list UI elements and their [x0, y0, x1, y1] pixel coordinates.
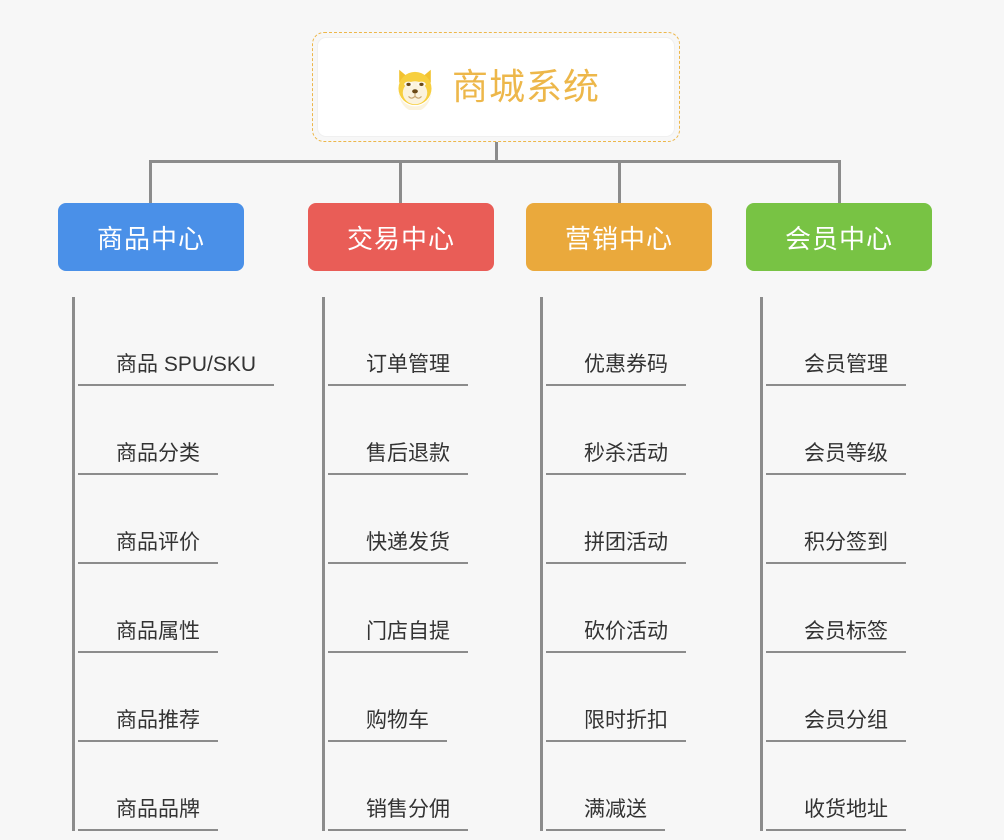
list-item-label: 商品推荐	[78, 710, 218, 742]
category-header-1-label: 商品中心	[96, 223, 205, 254]
category-header-4-label: 会员中心	[784, 223, 893, 254]
list-item[interactable]: 拼团活动	[546, 475, 712, 564]
list-item[interactable]: 优惠券码	[546, 297, 712, 386]
connector-drop-2	[399, 160, 402, 205]
category-2-item-list: 订单管理 售后退款 快递发货 门店自提 购物车 销售分佣	[322, 297, 494, 831]
list-item[interactable]: 砍价活动	[546, 564, 712, 653]
list-item[interactable]: 售后退款	[328, 386, 494, 475]
list-item-label: 会员分组	[766, 710, 906, 742]
list-item-label: 商品分类	[78, 443, 218, 475]
category-column-3: 营销中心 优惠券码 秒杀活动 拼团活动 砍价活动 限时折扣 满减送	[526, 203, 712, 831]
list-item[interactable]: 限时折扣	[546, 653, 712, 742]
connector-drop-4	[838, 160, 841, 205]
category-4-item-list: 会员管理 会员等级 积分签到 会员标签 会员分组 收货地址	[760, 297, 932, 831]
list-item-label: 销售分佣	[328, 799, 468, 831]
category-column-2: 交易中心 订单管理 售后退款 快递发货 门店自提 购物车 销售分佣	[308, 203, 494, 831]
list-item[interactable]: 收货地址	[766, 742, 932, 831]
connector-drop-3	[618, 160, 621, 205]
list-item-label: 商品品牌	[78, 799, 218, 831]
list-item-label: 收货地址	[766, 799, 906, 831]
shiba-dog-face-icon	[398, 69, 432, 110]
category-3-item-list: 优惠券码 秒杀活动 拼团活动 砍价活动 限时折扣 满减送	[540, 297, 712, 831]
list-item[interactable]: 商品评价	[78, 475, 244, 564]
list-item-label: 拼团活动	[546, 532, 686, 564]
list-item[interactable]: 商品 SPU/SKU	[78, 297, 275, 386]
list-item[interactable]: 会员等级	[766, 386, 932, 475]
list-item[interactable]: 商品分类	[78, 386, 244, 475]
list-item-label: 门店自提	[328, 621, 468, 653]
list-item[interactable]: 秒杀活动	[546, 386, 712, 475]
category-column-1: 商品中心 商品 SPU/SKU 商品分类 商品评价 商品属性 商品推荐 商品品牌	[58, 203, 275, 831]
list-item-label: 会员标签	[766, 621, 906, 653]
list-item-label: 会员管理	[766, 354, 906, 386]
list-item[interactable]: 商品品牌	[78, 742, 244, 831]
list-item-label: 商品 SPU/SKU	[78, 354, 275, 386]
list-item-label: 积分签到	[766, 532, 906, 564]
connector-drop-1	[149, 160, 152, 205]
list-item[interactable]: 销售分佣	[328, 742, 494, 831]
category-column-4: 会员中心 会员管理 会员等级 积分签到 会员标签 会员分组 收货地址	[746, 203, 932, 831]
list-item-label: 商品评价	[78, 532, 218, 564]
list-item[interactable]: 满减送	[546, 742, 712, 831]
list-item[interactable]: 购物车	[328, 653, 494, 742]
list-item-label: 优惠券码	[546, 354, 686, 386]
root-node[interactable]: 商城系统	[312, 32, 680, 142]
list-item-label: 秒杀活动	[546, 443, 686, 475]
list-item-label: 会员等级	[766, 443, 906, 475]
category-header-3[interactable]: 营销中心	[526, 203, 712, 271]
list-item[interactable]: 订单管理	[328, 297, 494, 386]
list-item-label: 快递发货	[328, 532, 468, 564]
list-item[interactable]: 会员管理	[766, 297, 932, 386]
list-item-label: 满减送	[546, 799, 665, 831]
connector-bus	[150, 160, 840, 163]
list-item[interactable]: 会员分组	[766, 653, 932, 742]
connector-root-stem	[495, 142, 498, 163]
list-item-label: 订单管理	[328, 354, 468, 386]
list-item-label: 售后退款	[328, 443, 468, 475]
list-item[interactable]: 会员标签	[766, 564, 932, 653]
category-header-4[interactable]: 会员中心	[746, 203, 932, 271]
list-item-label: 购物车	[328, 710, 447, 742]
root-node-inner: 商城系统	[317, 37, 675, 137]
category-header-2[interactable]: 交易中心	[308, 203, 494, 271]
list-item[interactable]: 门店自提	[328, 564, 494, 653]
category-1-item-list: 商品 SPU/SKU 商品分类 商品评价 商品属性 商品推荐 商品品牌	[72, 297, 275, 831]
list-item[interactable]: 快递发货	[328, 475, 494, 564]
list-item[interactable]: 商品属性	[78, 564, 244, 653]
list-item-label: 限时折扣	[546, 710, 686, 742]
category-header-2-label: 交易中心	[346, 223, 455, 254]
list-item-label: 砍价活动	[546, 621, 686, 653]
category-header-1[interactable]: 商品中心	[58, 203, 244, 271]
list-item-label: 商品属性	[78, 621, 218, 653]
list-item[interactable]: 积分签到	[766, 475, 932, 564]
list-item[interactable]: 商品推荐	[78, 653, 244, 742]
category-header-3-label: 营销中心	[564, 223, 673, 254]
root-title: 商城系统	[451, 66, 600, 107]
